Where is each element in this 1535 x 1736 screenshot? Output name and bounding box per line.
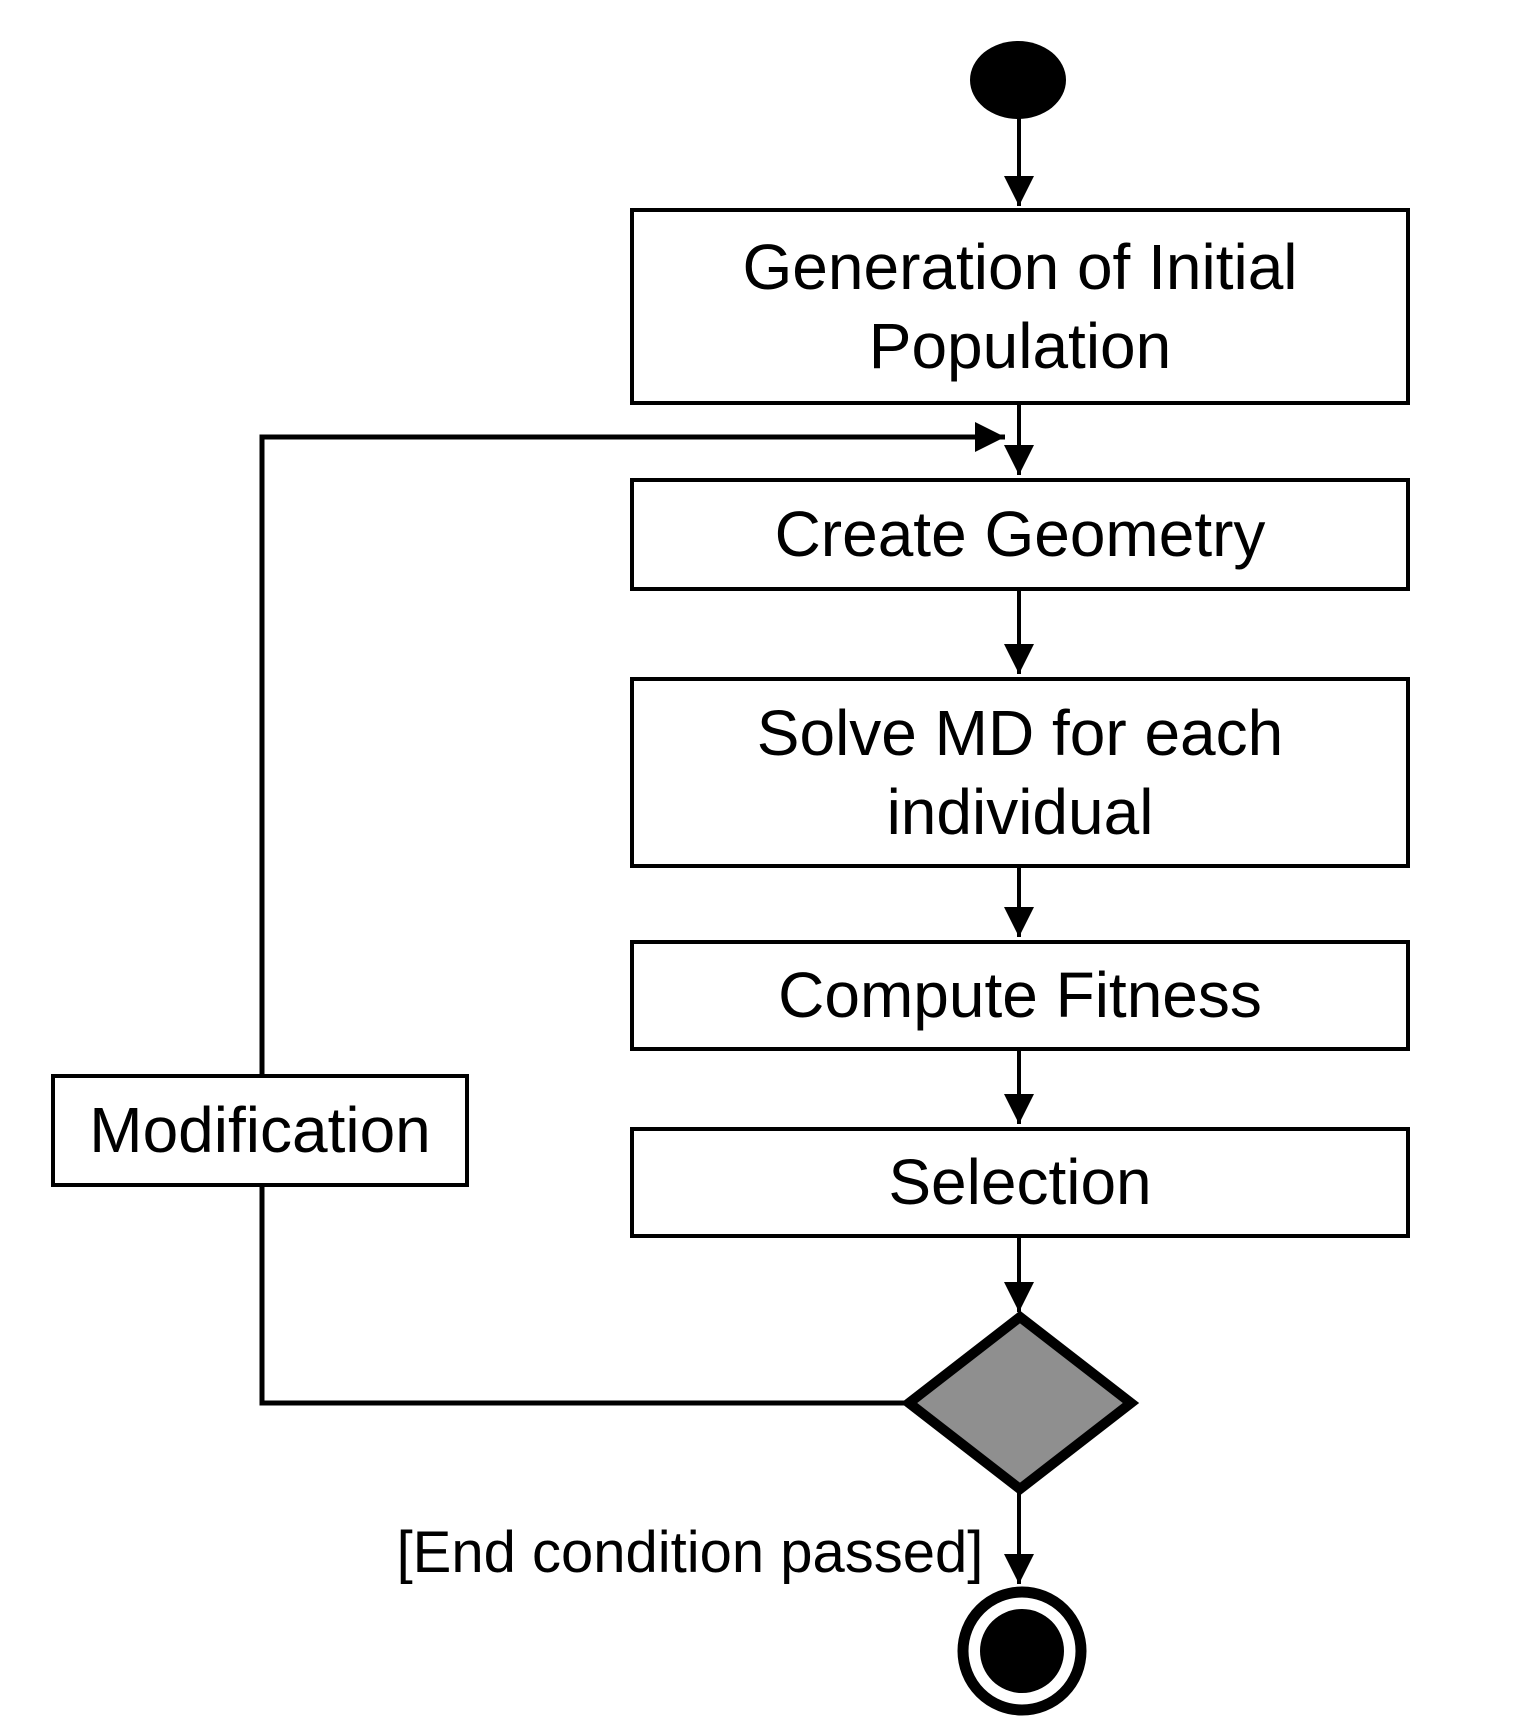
- node-selection: Selection: [630, 1127, 1410, 1238]
- node-label: Selection: [888, 1146, 1152, 1219]
- node-solve-md-for-each-individual: Solve MD for each individual: [630, 677, 1410, 868]
- node-label: Compute Fitness: [778, 959, 1262, 1032]
- node-compute-fitness: Compute Fitness: [630, 940, 1410, 1051]
- node-generation-of-initial-population: Generation of Initial Population: [630, 208, 1410, 405]
- decision-diamond: [900, 1310, 1140, 1496]
- start-node: [970, 41, 1066, 119]
- edge-decision-to-modification-loop: [259, 422, 1005, 1406]
- guard-label-end-condition-passed: [End condition passed]: [396, 1520, 984, 1585]
- node-create-geometry: Create Geometry: [630, 478, 1410, 591]
- end-node-core: [980, 1609, 1064, 1693]
- node-label: Create Geometry: [774, 498, 1266, 571]
- node-label: Generation of Initial Population: [742, 231, 1298, 382]
- node-modification: Modification: [51, 1074, 469, 1187]
- node-label: Modification: [89, 1094, 431, 1167]
- node-label: Solve MD for each individual: [756, 697, 1284, 848]
